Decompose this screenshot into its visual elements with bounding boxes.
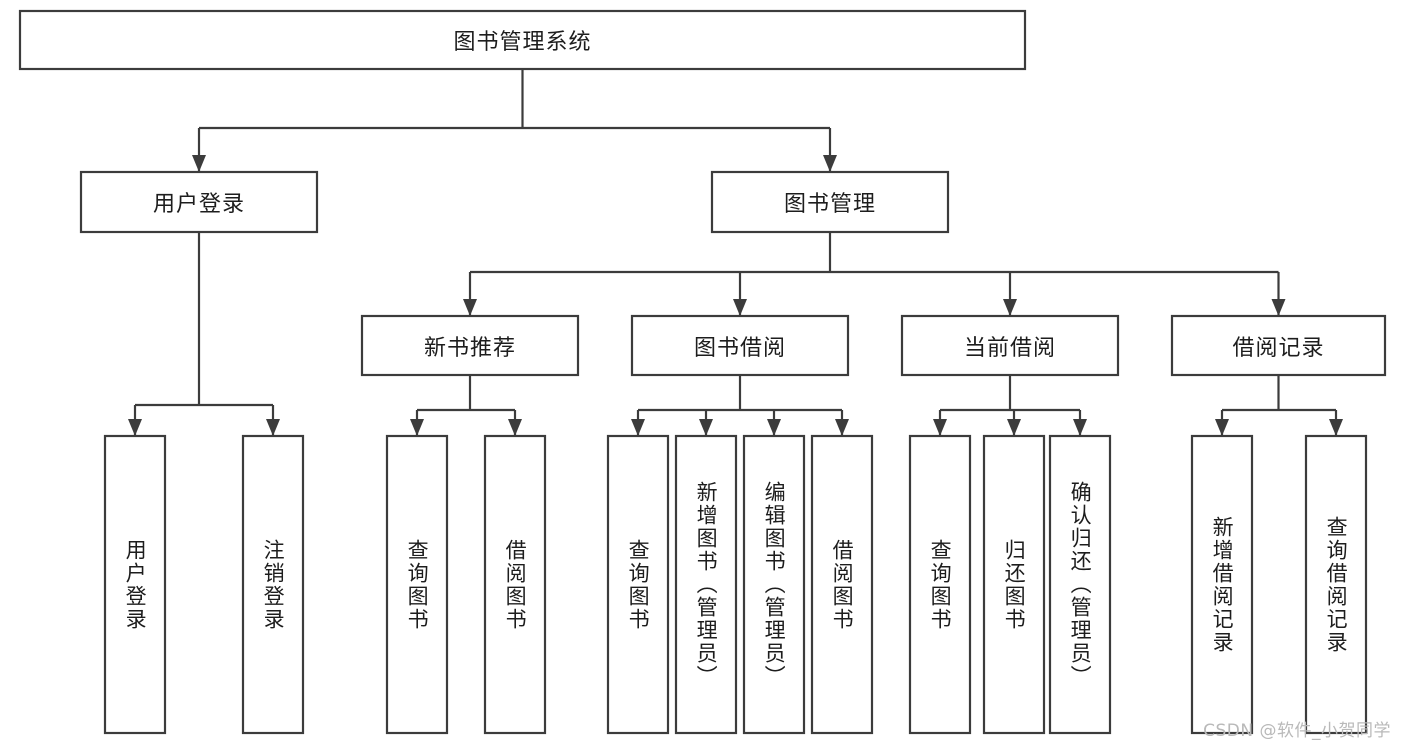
root-arrow-1 xyxy=(823,155,837,172)
leaf-box-1[interactable] xyxy=(241,434,305,735)
new-book-arrow-1 xyxy=(508,419,522,436)
book-borrow-arrow-3 xyxy=(835,419,849,436)
level3-box-1[interactable] xyxy=(630,314,850,377)
borrow-record-arrow-1 xyxy=(1329,419,1343,436)
boxes-layer xyxy=(18,9,1387,735)
level2-box-0[interactable] xyxy=(79,170,319,234)
level3-box-3[interactable] xyxy=(1170,314,1387,377)
user-login-arrow-0 xyxy=(128,419,142,436)
leaf-box-10[interactable] xyxy=(1048,434,1112,735)
book-borrow-arrow-2 xyxy=(767,419,781,436)
leaf-box-0[interactable] xyxy=(103,434,167,735)
leaf-box-7[interactable] xyxy=(810,434,874,735)
book-borrow-arrow-0 xyxy=(631,419,645,436)
leaf-box-8[interactable] xyxy=(908,434,972,735)
leaf-box-9[interactable] xyxy=(982,434,1046,735)
borrow-record-arrow-0 xyxy=(1215,419,1229,436)
leaf-box-2[interactable] xyxy=(385,434,449,735)
leaf-box-12[interactable] xyxy=(1304,434,1368,735)
leaf-box-5[interactable] xyxy=(674,434,738,735)
connectors-layer xyxy=(128,69,1343,436)
new-book-arrow-0 xyxy=(410,419,424,436)
book-mgmt-arrow-0 xyxy=(463,299,477,316)
leaf-box-4[interactable] xyxy=(606,434,670,735)
book-mgmt-arrow-3 xyxy=(1271,299,1286,316)
current-borrow-arrow-1 xyxy=(1007,419,1021,436)
level2-box-1[interactable] xyxy=(710,170,950,234)
csdn-watermark: CSDN @软件_小贺同学 xyxy=(1203,721,1391,741)
root-box-0[interactable] xyxy=(18,9,1027,71)
root-arrow-0 xyxy=(192,155,206,172)
leaf-box-11[interactable] xyxy=(1190,434,1254,735)
book-borrow-arrow-1 xyxy=(699,419,713,436)
book-mgmt-arrow-2 xyxy=(1003,299,1017,316)
level3-box-2[interactable] xyxy=(900,314,1120,377)
leaf-box-6[interactable] xyxy=(742,434,806,735)
user-login-arrow-1 xyxy=(266,419,280,436)
leaf-box-3[interactable] xyxy=(483,434,547,735)
level3-box-0[interactable] xyxy=(360,314,580,377)
current-borrow-arrow-2 xyxy=(1073,419,1087,436)
current-borrow-arrow-0 xyxy=(933,419,947,436)
book-mgmt-arrow-1 xyxy=(733,299,747,316)
